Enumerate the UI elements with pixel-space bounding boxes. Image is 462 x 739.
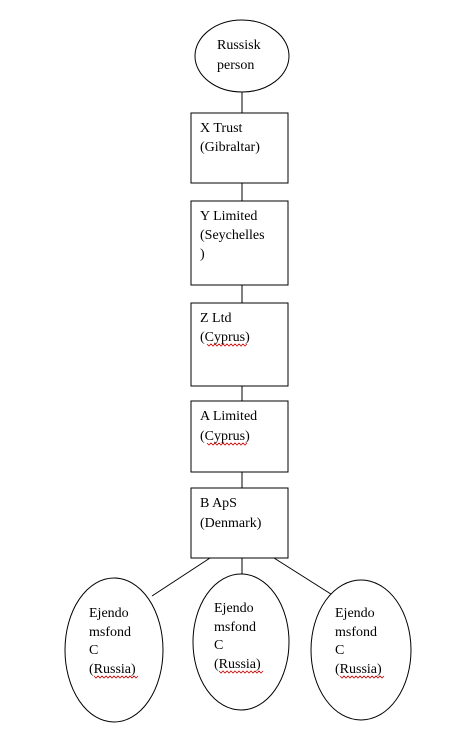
node-fund-3-line-2: msfond	[335, 625, 377, 640]
node-fund-2-line-1: Ejendo	[214, 601, 254, 616]
node-fund-1-line-2: msfond	[89, 625, 131, 640]
node-x-trust-line-1: X Trust	[200, 121, 243, 136]
node-fund-1-line-1: Ejendo	[89, 606, 129, 621]
node-russian-person-line-1: Russisk	[217, 38, 261, 53]
spellcheck-underline	[206, 343, 248, 347]
node-b-aps-line-2: (Denmark)	[200, 516, 262, 531]
node-b-aps: B ApS (Denmark)	[190, 487, 289, 559]
node-z-ltd-line-2: (Cyprus)	[200, 330, 250, 345]
spellcheck-underline	[206, 442, 248, 446]
node-y-limited-line-1: Y Limited	[200, 209, 257, 224]
node-fund-1-line-3: C	[89, 643, 98, 658]
node-fund-2: Ejendo msfond C (Russia)	[192, 573, 290, 711]
node-fund-3-line-3: C	[335, 643, 344, 658]
spellcheck-underline	[93, 675, 139, 679]
node-y-limited-line-2: (Seychelles	[200, 228, 265, 243]
connector-b-aps-fund-3	[273, 557, 335, 597]
node-z-ltd: Z Ltd (Cyprus)	[190, 302, 289, 387]
node-russian-person: Russisk person	[194, 19, 290, 93]
node-z-ltd-line-1: Z Ltd	[200, 311, 232, 326]
node-fund-1: Ejendo msfond C (Russia)	[64, 577, 164, 723]
node-a-limited-line-2: (Cyprus)	[200, 429, 250, 444]
node-fund-2-line-2: msfond	[214, 620, 256, 635]
node-russian-person-line-2: person	[217, 58, 254, 73]
node-fund-3-line-4: (Russia)	[335, 662, 382, 677]
spellcheck-underline	[339, 675, 385, 679]
node-fund-2-line-4: (Russia)	[214, 657, 261, 672]
node-fund-1-line-4: (Russia)	[89, 662, 136, 677]
node-x-trust: X Trust (Gibraltar)	[190, 112, 289, 184]
node-a-limited-line-1: A Limited	[200, 409, 257, 424]
spellcheck-underline	[218, 670, 264, 674]
node-a-limited: A Limited (Cyprus)	[190, 400, 289, 473]
node-fund-3-line-1: Ejendo	[335, 606, 375, 621]
node-y-limited: Y Limited (Seychelles )	[190, 200, 289, 286]
node-b-aps-line-1: B ApS	[200, 496, 237, 511]
node-fund-2-line-3: C	[214, 638, 223, 653]
connector-b-aps-fund-1	[151, 557, 211, 597]
node-y-limited-line-3: )	[200, 247, 205, 262]
node-x-trust-line-2: (Gibraltar)	[200, 140, 260, 155]
node-fund-3: Ejendo msfond C (Russia)	[310, 579, 412, 721]
